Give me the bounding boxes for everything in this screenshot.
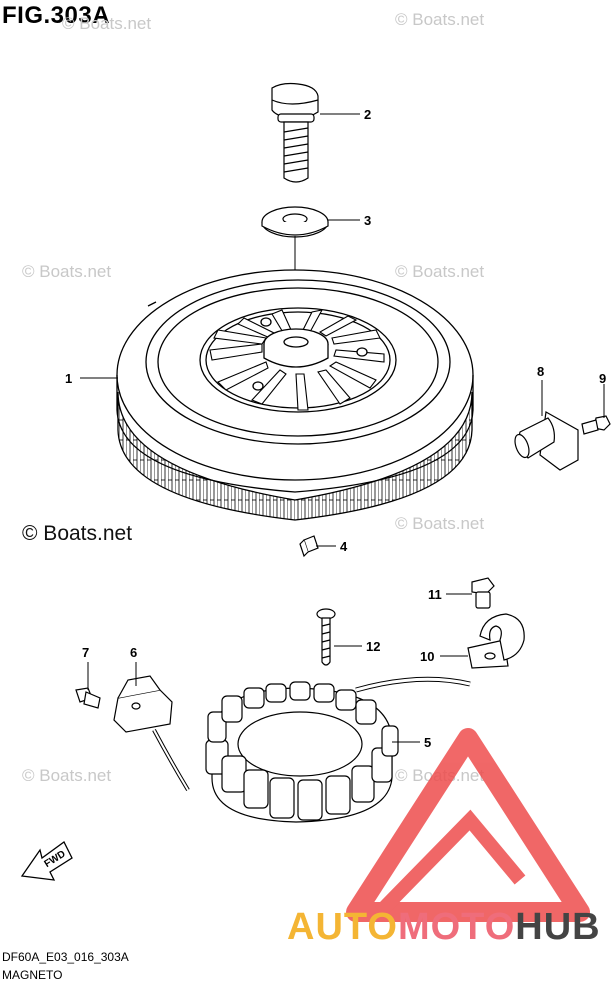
brand-logo-icon <box>346 728 590 922</box>
clamp-part-10 <box>467 613 525 669</box>
callout-4: 4 <box>340 539 348 554</box>
callout-12: 12 <box>366 639 380 654</box>
callout-11: 11 <box>428 587 442 602</box>
watermark: © Boats.net <box>395 10 485 29</box>
watermark: © Boats.net <box>395 514 485 533</box>
callout-1: 1 <box>65 371 72 386</box>
watermark: © Boats.net <box>22 766 112 785</box>
brand-part-moto: MOTO <box>397 906 516 948</box>
callout-2: 2 <box>364 107 371 122</box>
callout-3: 3 <box>364 213 371 228</box>
callout-6: 6 <box>130 645 137 660</box>
key-part-4 <box>299 535 319 558</box>
callout-10: 10 <box>420 649 434 664</box>
brand-part-auto: AUTO <box>287 906 398 948</box>
pulser-coil-part-6 <box>113 675 190 792</box>
screw-part-12 <box>316 608 336 666</box>
forward-arrow-icon <box>20 841 73 881</box>
sensor-part-8 <box>514 411 579 471</box>
watermark: © Boats.net <box>22 262 112 281</box>
bolt-part-2 <box>271 82 319 183</box>
watermark: © Boats.net <box>62 14 152 33</box>
bolt-part-11 <box>471 577 495 609</box>
callout-7: 7 <box>82 645 89 660</box>
watermark: © Boats.net <box>395 262 485 281</box>
section-name: MAGNETO <box>2 968 63 982</box>
screw-part-7 <box>75 687 101 709</box>
callout-8: 8 <box>537 364 544 379</box>
figure-caption: DF60A_E03_016_303A MAGNETO <box>2 948 129 984</box>
figure-title: FIG.303A <box>2 2 111 29</box>
washer-part-3 <box>261 206 329 238</box>
watermark-primary: © Boats.net <box>22 522 133 545</box>
brand-wordmark: AUTOMOTOHUB <box>287 906 601 949</box>
leader-lines <box>80 113 605 743</box>
model-code: DF60A_E03_016_303A <box>2 950 129 964</box>
callout-9: 9 <box>599 371 606 386</box>
stator-part-5 <box>205 676 471 823</box>
flywheel-part-1 <box>116 269 474 521</box>
callout-5: 5 <box>424 735 431 750</box>
bolt-part-9 <box>581 415 611 435</box>
brand-part-hub: HUB <box>515 906 601 948</box>
